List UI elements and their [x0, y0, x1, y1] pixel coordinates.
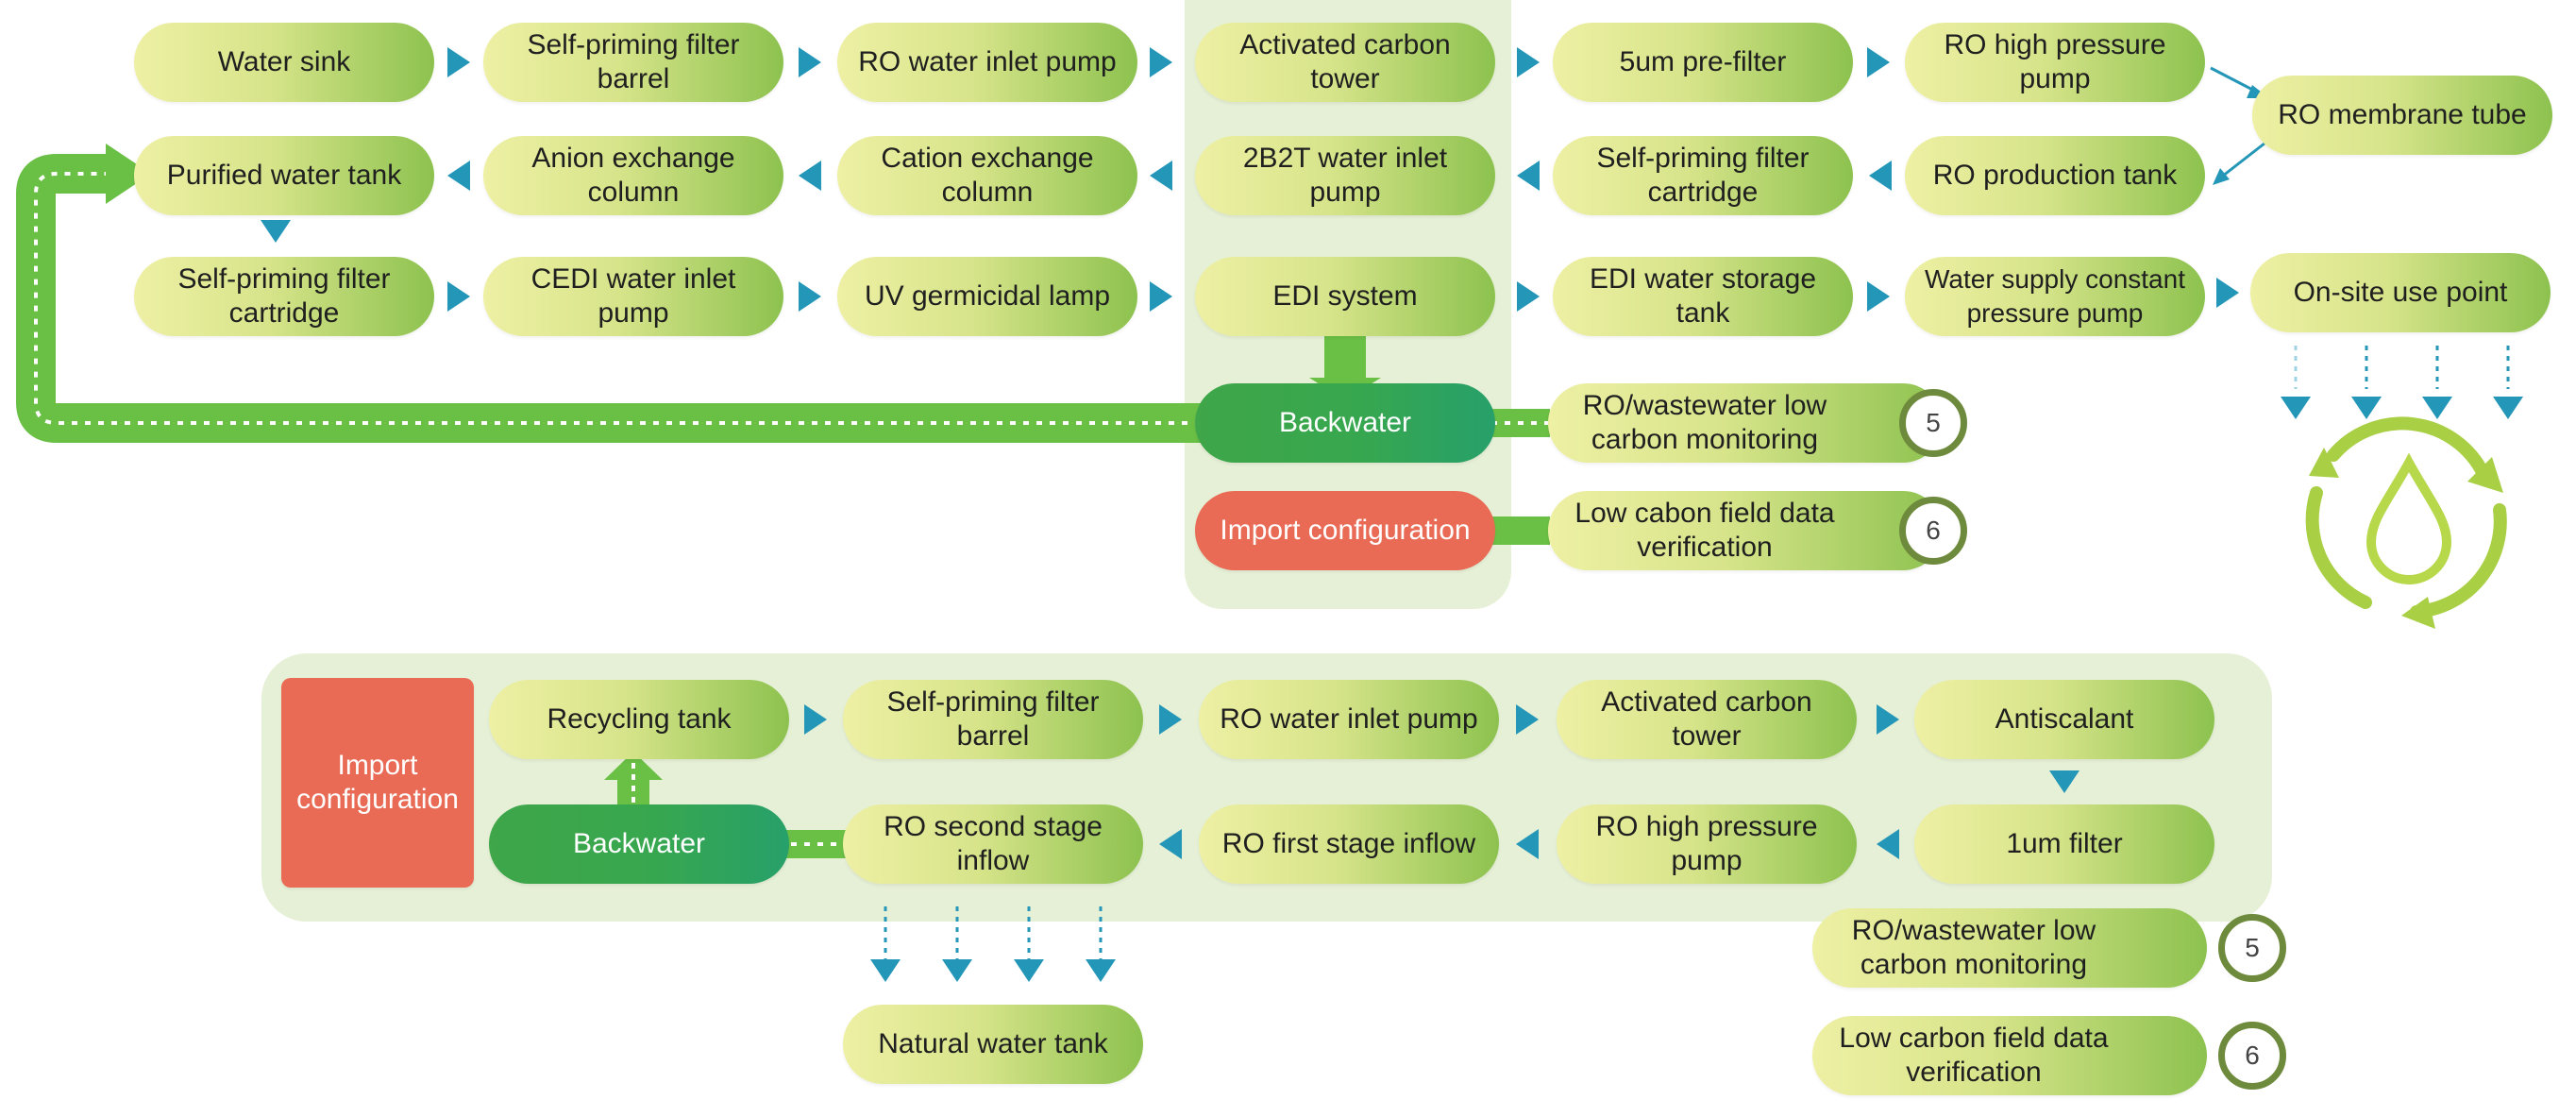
node-ro-first-stage-inflow: RO first stage inflow [1199, 804, 1499, 884]
node-uv-germicidal-lamp: UV germicidal lamp [837, 257, 1137, 336]
node-2b2t-water-inlet-pump: 2B2T water inlet pump [1195, 136, 1495, 215]
badge-bottom-5: 5 [2218, 914, 2286, 982]
arrow-down [2351, 397, 2382, 419]
arrow-right [1150, 47, 1172, 77]
arrow-right [804, 704, 827, 735]
arrow-right [1867, 281, 1890, 312]
arrow-right [1516, 704, 1539, 735]
node-import-configuration: Import configuration [1195, 491, 1495, 570]
arrow-right [1517, 281, 1540, 312]
arrow-down [2049, 770, 2079, 793]
arrow-down [942, 959, 972, 982]
node-on-site-use-point: On-site use point [2250, 253, 2551, 332]
arrow-left [1516, 829, 1539, 859]
arrow-down [2493, 397, 2523, 419]
arrow-right [1159, 704, 1182, 735]
node-bottom-ro-high-pressure-pump: RO high pressure pump [1557, 804, 1857, 884]
node-recycling-tank: Recycling tank [489, 680, 789, 759]
node-cation-exchange-column: Cation exchange column [837, 136, 1137, 215]
node-self-priming-filter-cartridge-2: Self-priming filter cartridge [134, 257, 434, 336]
arrow-right [447, 281, 470, 312]
node-activated-carbon-tower: Activated carbon tower [1195, 23, 1495, 102]
arrow-down [870, 959, 901, 982]
node-ro-production-tank: RO production tank [1905, 136, 2205, 215]
node-bottom-ro-wastewater-low-carbon-monitoring: RO/wastewater low carbon monitoring [1812, 908, 2207, 988]
node-self-priming-filter-cartridge: Self-priming filter cartridge [1553, 136, 1853, 215]
node-ro-second-stage-inflow: RO second stage inflow [843, 804, 1143, 884]
arrow-down [261, 220, 291, 243]
node-ro-wastewater-low-carbon-monitoring: RO/wastewater low carbon monitoring [1548, 383, 1943, 463]
node-water-sink: Water sink [134, 23, 434, 102]
arrow-left [1150, 161, 1172, 191]
arrow-right [799, 47, 821, 77]
node-bottom-ro-water-inlet-pump: RO water inlet pump [1199, 680, 1499, 759]
node-bottom-import-configuration: Import configuration [281, 678, 474, 888]
node-water-supply-constant-pressure-pump: Water supply constant pressure pump [1905, 257, 2205, 336]
arrow-left [447, 161, 470, 191]
arrow-right [799, 281, 821, 312]
node-bottom-activated-carbon-tower: Activated carbon tower [1557, 680, 1857, 759]
node-1um-filter: 1um filter [1914, 804, 2214, 884]
node-purified-water-tank: Purified water tank [134, 136, 434, 215]
node-low-cabon-field-data-verification: Low cabon field data verification [1548, 491, 1943, 570]
node-edi-system: EDI system [1195, 257, 1495, 336]
node-bottom-low-carbon-field-data-verification: Low carbon field data verification [1812, 1016, 2207, 1095]
arrow-right [447, 47, 470, 77]
node-natural-water-tank: Natural water tank [843, 1005, 1143, 1084]
node-ro-water-inlet-pump: RO water inlet pump [837, 23, 1137, 102]
arrow-left [799, 161, 821, 191]
arrow-down [1086, 959, 1116, 982]
arrow-left [1869, 161, 1892, 191]
arrow-down [2281, 397, 2311, 419]
badge-5: 5 [1899, 389, 1967, 457]
badge-6: 6 [1899, 497, 1967, 565]
node-bottom-backwater: Backwater [489, 804, 789, 884]
node-backwater: Backwater [1195, 383, 1495, 463]
node-cedi-water-inlet-pump: CEDI water inlet pump [483, 257, 783, 336]
node-edi-water-storage-tank: EDI water storage tank [1553, 257, 1853, 336]
node-5um-pre-filter: 5um pre-filter [1553, 23, 1853, 102]
arrow-right [1517, 47, 1540, 77]
node-antiscalant: Antiscalant [1914, 680, 2214, 759]
arrow-right [1877, 704, 1899, 735]
arrow-left [1159, 829, 1182, 859]
arrow-left [1877, 829, 1899, 859]
arrow-right [1150, 281, 1172, 312]
arrow-down [2422, 397, 2452, 419]
arrow-right [2216, 278, 2239, 308]
arrow-right [1867, 47, 1890, 77]
badge-bottom-6: 6 [2218, 1022, 2286, 1090]
node-ro-high-pressure-pump: RO high pressure pump [1905, 23, 2205, 102]
arrow-left [1517, 161, 1540, 191]
node-ro-membrane-tube: RO membrane tube [2252, 76, 2552, 155]
arrow-down [1014, 959, 1044, 982]
node-anion-exchange-column: Anion exchange column [483, 136, 783, 215]
node-bottom-self-priming-filter-barrel: Self-priming filter barrel [843, 680, 1143, 759]
node-self-priming-filter-barrel: Self-priming filter barrel [483, 23, 783, 102]
